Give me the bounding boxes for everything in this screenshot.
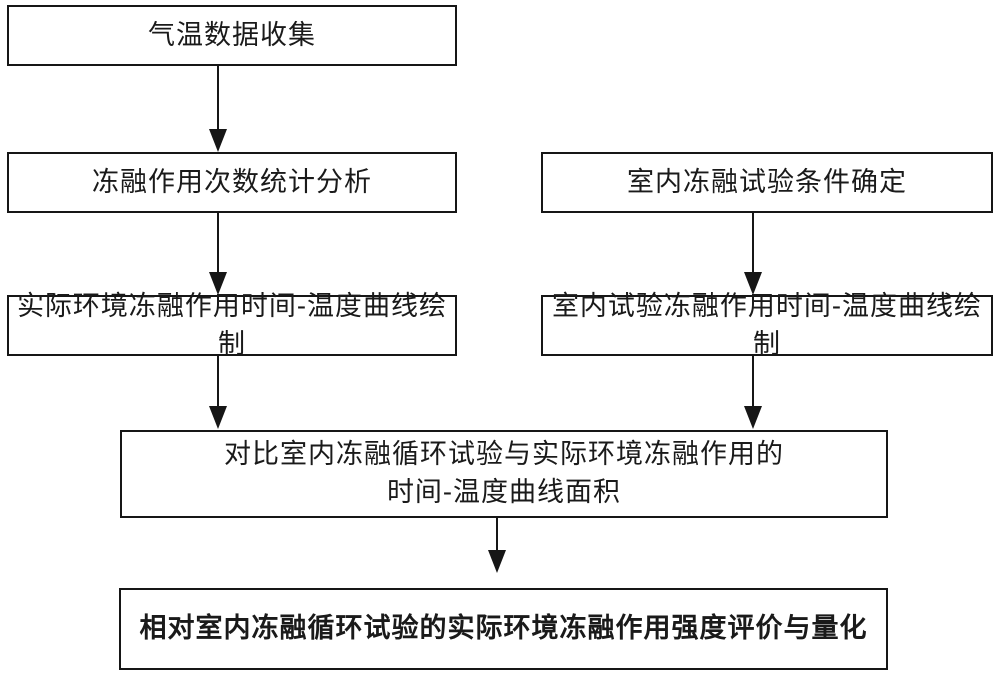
node-label: 冻融作用次数统计分析 xyxy=(92,166,372,198)
node-label: 实际环境冻融作用时间-温度曲线绘制 xyxy=(16,290,448,360)
node-label-line1: 对比室内冻融循环试验与实际环境冻融作用的 xyxy=(224,439,784,470)
arrow-head-icon xyxy=(209,129,227,152)
arrow-head-icon xyxy=(488,550,506,573)
arrow-collect-to-count xyxy=(209,66,227,152)
arrow-line xyxy=(752,213,754,277)
arrow-line xyxy=(217,356,219,411)
arrow-head-icon xyxy=(209,406,227,429)
arrow-lab-condition-to-lab-curve xyxy=(744,213,762,295)
node-actual-environment-curve: 实际环境冻融作用时间-温度曲线绘制 xyxy=(7,291,457,360)
node-label-line2: 时间-温度曲线面积 xyxy=(386,477,622,508)
node-indoor-test-condition: 室内冻融试验条件确定 xyxy=(541,152,993,213)
arrow-line xyxy=(496,518,498,555)
arrow-line xyxy=(217,213,219,277)
arrow-head-icon xyxy=(209,272,227,295)
node-compare-curve-area: 对比室内冻融循环试验与实际环境冻融作用的 时间-温度曲线面积 xyxy=(120,430,888,518)
node-temperature-data-collection: 气温数据收集 xyxy=(7,5,457,66)
arrow-count-to-actual-curve xyxy=(209,213,227,295)
arrow-compare-to-evaluate xyxy=(488,518,506,573)
arrow-lab-curve-to-compare xyxy=(744,356,762,429)
arrow-line xyxy=(217,66,219,134)
node-freeze-thaw-count-analysis: 冻融作用次数统计分析 xyxy=(7,152,457,213)
node-intensity-evaluation: 相对室内冻融循环试验的实际环境冻融作用强度评价与量化 xyxy=(119,588,888,670)
node-label: 气温数据收集 xyxy=(148,19,316,51)
node-label: 室内试验冻融作用时间-温度曲线绘制 xyxy=(551,290,983,360)
node-label: 室内冻融试验条件确定 xyxy=(627,166,907,198)
arrow-head-icon xyxy=(744,406,762,429)
arrow-head-icon xyxy=(744,272,762,295)
node-label: 相对室内冻融循环试验的实际环境冻融作用强度评价与量化 xyxy=(139,613,868,644)
node-indoor-test-curve: 室内试验冻融作用时间-温度曲线绘制 xyxy=(541,291,993,360)
arrow-line xyxy=(752,356,754,411)
arrow-actual-curve-to-compare xyxy=(209,356,227,429)
